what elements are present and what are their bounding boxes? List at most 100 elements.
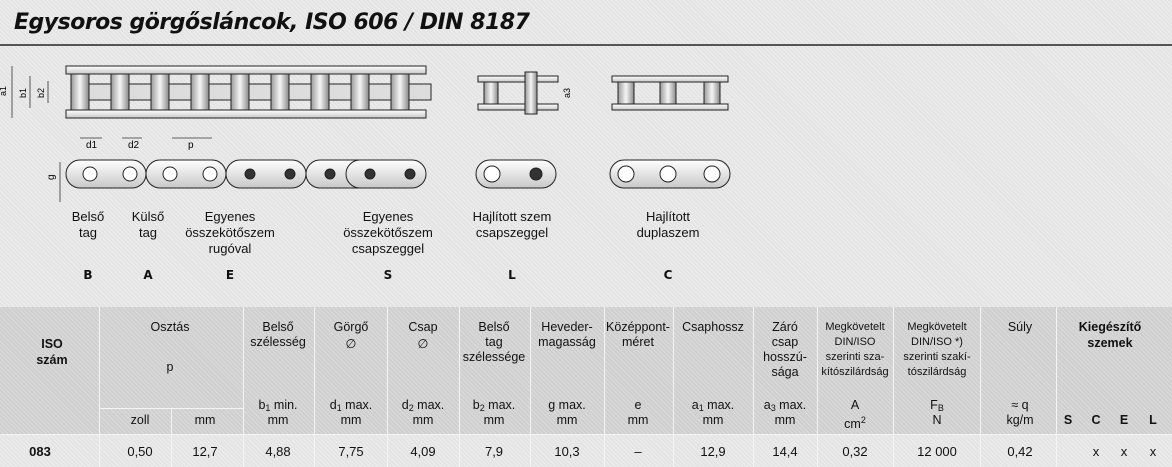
table-column-divider: [99, 307, 100, 467]
cell-E: x: [1120, 444, 1128, 459]
th-roller-1: Görgő: [333, 320, 369, 334]
table-column-divider: [387, 307, 388, 467]
th-roller-2: ∅: [345, 337, 357, 351]
th-offset-sym: e: [634, 398, 642, 412]
th-pitch-symbol: p: [166, 360, 174, 374]
table-column-divider: [459, 307, 460, 467]
roller-top: [110, 73, 130, 111]
th-pin-length-sym: a1 max.: [691, 398, 735, 413]
th-breaking-sym: FB: [930, 398, 944, 413]
th-closing-pin-unit: mm: [774, 413, 796, 427]
side-hole: [162, 166, 178, 182]
th-pin-length-unit: mm: [702, 413, 724, 427]
th-pitch-mm: mm: [194, 413, 216, 427]
pin-top: [328, 83, 352, 101]
th-weight-sym: ≈ q: [1011, 398, 1029, 412]
table-column-divider: [1056, 307, 1057, 467]
th-breaking-4: tószilárdság: [907, 366, 967, 378]
side-hole: [202, 166, 218, 182]
pin-top: [368, 83, 392, 101]
part-code: L: [508, 268, 516, 282]
th-inner-link-2: tag: [485, 335, 503, 349]
part-label-line: Belső: [71, 209, 105, 224]
dim-b1: b1: [18, 88, 28, 98]
cell-b2: 7,9: [484, 444, 504, 459]
th-req-strength-3: szerinti sza-: [825, 351, 885, 363]
pin-top: [128, 83, 152, 101]
cell-q: 0,42: [1007, 444, 1033, 459]
th-inner-width-1: Belső: [262, 320, 294, 334]
th-closing-pin-1: Záró: [772, 320, 798, 334]
th-inner-link-3: szélessége: [462, 350, 526, 364]
pin-top: [88, 83, 112, 101]
part-code: S: [383, 268, 393, 282]
dim-p: p: [188, 140, 194, 151]
page-title: Egysoros görgősláncok, ISO 606 / DIN 818…: [14, 10, 530, 35]
th-closing-pin-4: sága: [771, 365, 799, 379]
part-code: B: [83, 268, 93, 282]
th-plate-height-unit: mm: [556, 413, 578, 427]
part-label-line: duplaszem: [636, 225, 700, 240]
th-inner-link-1: Belső: [478, 320, 510, 334]
th-pitch-zoll: zoll: [130, 413, 150, 427]
th-roller-sym: d1 max.: [329, 398, 373, 413]
th-extras-L: L: [1149, 413, 1157, 427]
part-label-line: Egyenes: [362, 209, 414, 224]
th-offset-unit: mm: [627, 413, 649, 427]
th-iso-line1: ISO: [41, 337, 63, 351]
table-column-divider: [893, 307, 894, 467]
bent-link-side: [475, 159, 557, 189]
part-label-line: Hajlított szem: [472, 209, 552, 224]
th-inner-width-2: szélesség: [250, 335, 306, 349]
cell-mm: 12,7: [192, 444, 218, 459]
th-extras-C: C: [1091, 413, 1101, 427]
part-label-line: összekötőszem: [343, 225, 433, 240]
table-column-divider: [817, 307, 818, 467]
pin-top: [168, 83, 192, 101]
side-hole: [364, 168, 376, 180]
table-column-divider: [171, 408, 172, 467]
part-label-line: Külső: [131, 209, 165, 224]
table-column-divider: [604, 307, 605, 467]
bent-link-top: [477, 71, 559, 115]
part-label-line: tag: [78, 225, 98, 240]
roller-top: [310, 73, 330, 111]
th-breaking-1: Megkövetelt: [907, 321, 967, 333]
part-label-line: összekötőszem: [185, 225, 275, 240]
side-hole: [244, 168, 256, 180]
th-req-strength-1: Megkövetelt: [825, 321, 885, 333]
table-column-divider: [980, 307, 981, 467]
th-extras-S: S: [1063, 413, 1073, 427]
dim-d1: d1: [86, 140, 98, 151]
th-req-strength-2: DIN/ISO: [834, 336, 876, 348]
th-req-strength-4: kítószilárdság: [821, 366, 889, 378]
th-pitch: Osztás: [150, 320, 190, 334]
th-plate-height-1: Heveder-: [541, 320, 593, 334]
double-bent-link-top: [611, 75, 729, 111]
th-plate-height-sym: g max.: [548, 398, 586, 412]
roller-top: [70, 73, 90, 111]
th-pin-unit: mm: [412, 413, 434, 427]
cell-a1: 12,9: [700, 444, 726, 459]
roller-top: [190, 73, 210, 111]
roller-top: [350, 73, 370, 111]
roller-top: [390, 73, 410, 111]
cell-FB: 12 000: [917, 444, 957, 459]
roller-top: [230, 73, 250, 111]
th-pin-2: ∅: [417, 337, 429, 351]
part-label-line: rugóval: [208, 241, 252, 256]
th-closing-pin-3: hosszú-: [763, 350, 807, 364]
th-weight-unit: kg/m: [1006, 413, 1034, 427]
table-column-divider: [530, 307, 531, 467]
part-label-line: Hajlított: [645, 209, 691, 224]
roller-top: [150, 73, 170, 111]
table-header: [0, 307, 1172, 435]
th-weight: Súly: [1007, 320, 1033, 334]
pin-top: [408, 83, 432, 101]
th-closing-pin-2: csap: [771, 335, 799, 349]
th-extras-E: E: [1119, 413, 1129, 427]
side-hole: [122, 166, 138, 182]
cell-b1: 4,88: [265, 444, 291, 459]
table-row-divider: [0, 434, 1172, 435]
double-bent-link-side: [609, 159, 731, 189]
